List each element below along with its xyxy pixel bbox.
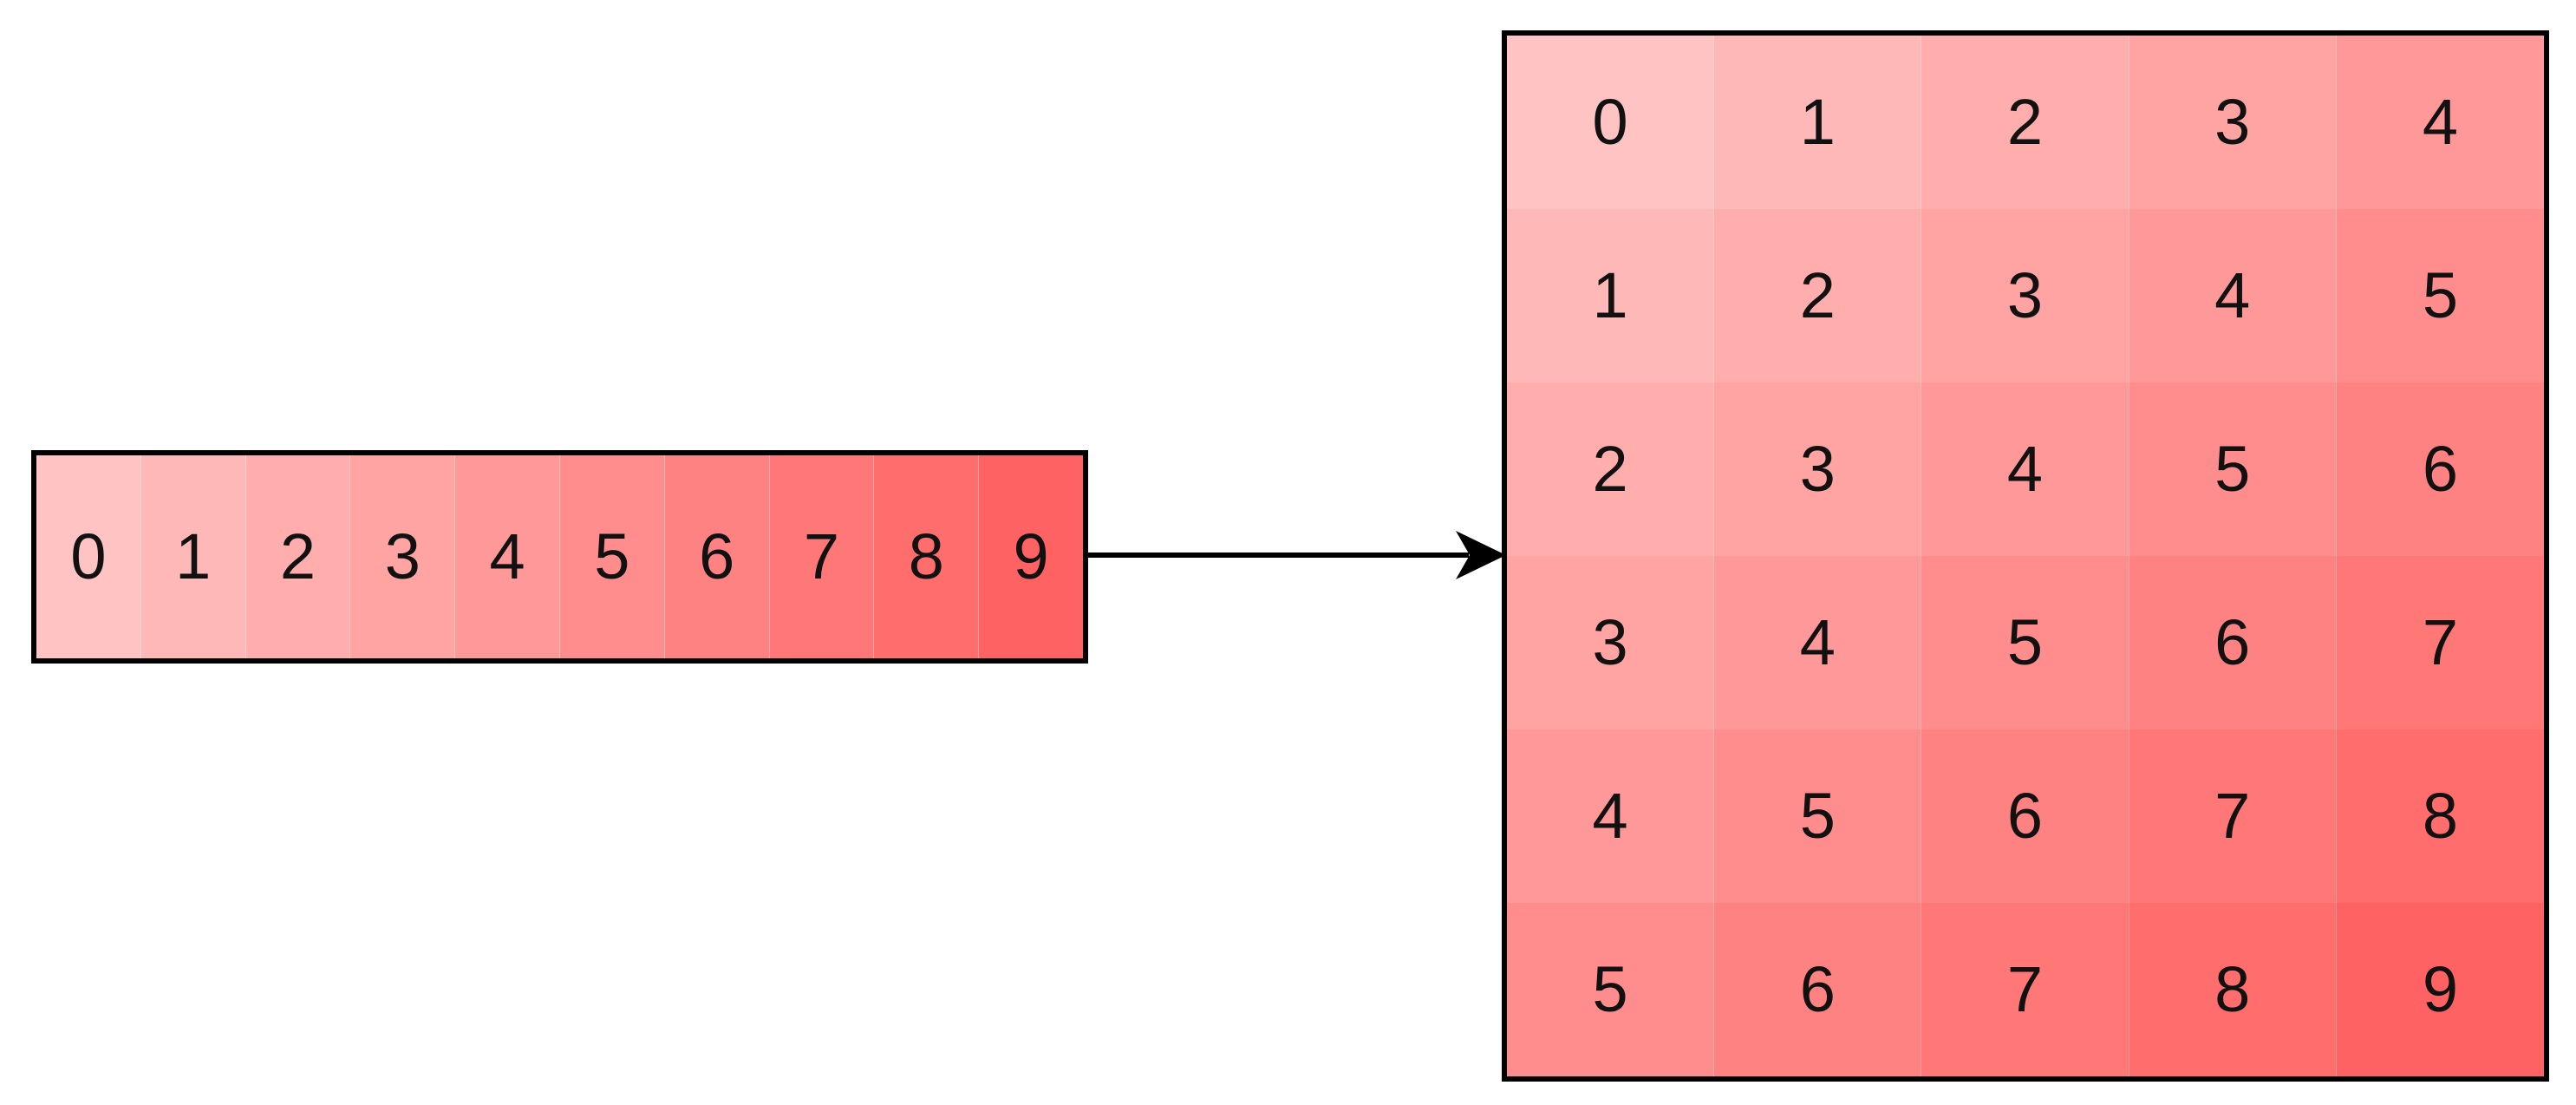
grid-cell: 4: [1921, 382, 2129, 556]
grid-cell: 3: [1921, 209, 2129, 382]
grid-cell: 4: [2129, 209, 2337, 382]
grid-cell: 1: [1714, 36, 1922, 209]
grid-cell: 5: [1714, 729, 1922, 903]
grid-cell: 3: [1507, 556, 1715, 729]
array-cell: 0: [36, 455, 141, 658]
grid-cell: 6: [1921, 729, 2129, 903]
grid-cell: 7: [2129, 729, 2337, 903]
array-cell: 8: [874, 455, 980, 658]
array-cell: 7: [769, 455, 875, 658]
grid-cell: 7: [2336, 556, 2544, 729]
grid-cell: 6: [2129, 556, 2337, 729]
grid-cell: 5: [2129, 382, 2337, 556]
grid-cell: 9: [2336, 903, 2544, 1076]
grid-cell: 5: [1507, 903, 1715, 1076]
array-cell: 9: [979, 455, 1083, 658]
grid-cell: 5: [1921, 556, 2129, 729]
array-cell: 5: [559, 455, 665, 658]
grid-cell: 4: [1507, 729, 1715, 903]
grid-cell: 4: [2336, 36, 2544, 209]
grid-cell: 2: [1507, 382, 1715, 556]
grid-cell: 1: [1507, 209, 1715, 382]
array-cell: 6: [664, 455, 770, 658]
arrow-head: [1456, 531, 1506, 579]
grid-cell: 8: [2129, 903, 2337, 1076]
array-cell: 2: [245, 455, 351, 658]
grid-cell: 6: [2336, 382, 2544, 556]
array-cell: 1: [140, 455, 246, 658]
grid-cell: 0: [1507, 36, 1715, 209]
grid-cell: 3: [2129, 36, 2337, 209]
array-cell: 4: [455, 455, 560, 658]
grid-cell: 2: [1921, 36, 2129, 209]
grid-cell: 7: [1921, 903, 2129, 1076]
grid-cell: 4: [1714, 556, 1922, 729]
right-arrow-icon: [1083, 531, 1506, 579]
grid-cell: 3: [1714, 382, 1922, 556]
grid-cell: 6: [1714, 903, 1922, 1076]
grid-cell: 8: [2336, 729, 2544, 903]
array-cell: 3: [350, 455, 456, 658]
grid-cell: 2: [1714, 209, 1922, 382]
grid-cell: 5: [2336, 209, 2544, 382]
